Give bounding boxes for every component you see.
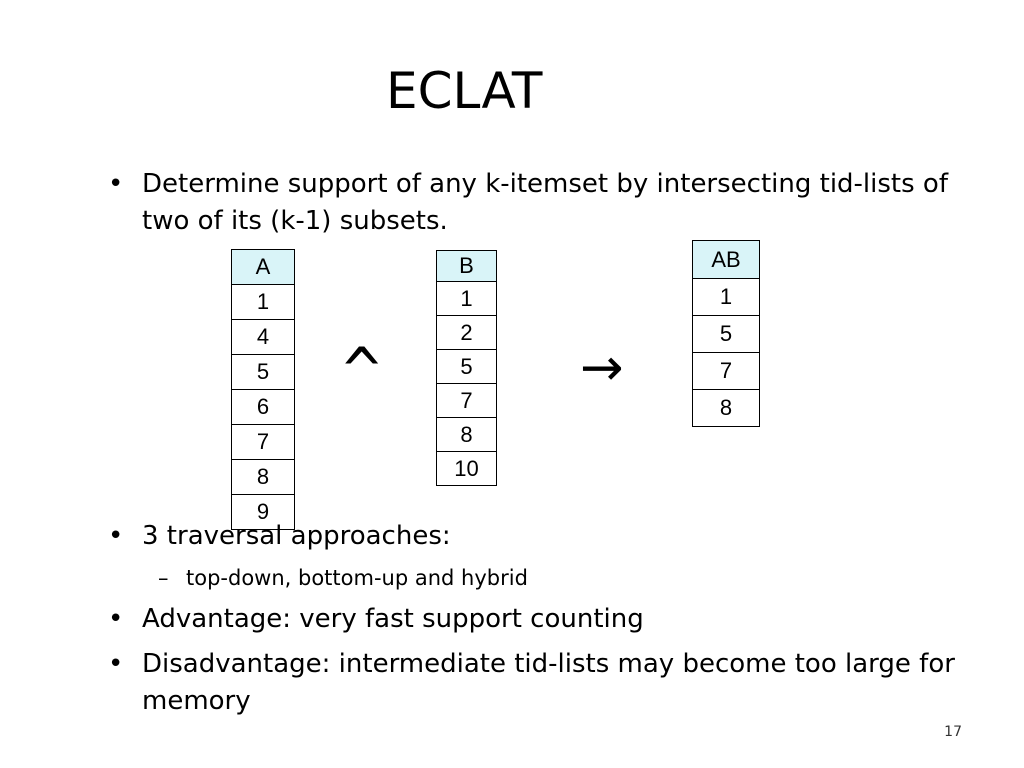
table-row: 2	[436, 315, 497, 350]
slide-title: ECLAT	[386, 62, 543, 120]
table-row: 5	[436, 349, 497, 384]
table-row: 4	[231, 319, 295, 355]
table-row: 8	[436, 417, 497, 452]
result-arrow-icon: →	[580, 338, 624, 398]
bullet-text-line1: Disadvantage: intermediate tid-lists may…	[142, 649, 955, 679]
tid-cell: 5	[692, 315, 760, 353]
bullet-dot-icon: •	[108, 169, 124, 199]
bullet-dot-icon: •	[108, 604, 124, 634]
sub-bullet-text: top-down, bottom-up and hybrid	[186, 566, 528, 590]
bullet-dot-icon: •	[108, 649, 124, 679]
tid-cell: 8	[231, 459, 295, 495]
sub-bullet-dash: –	[158, 566, 169, 590]
bullet-text: 3 traversal approaches:	[142, 521, 451, 551]
tid-cell: 7	[231, 424, 295, 460]
tid-cell: 8	[692, 389, 760, 427]
table-row: 8	[692, 389, 760, 427]
table-row: 7	[692, 352, 760, 390]
page-number: 17	[944, 724, 962, 740]
table-row: 6	[231, 389, 295, 425]
table-header: A	[231, 249, 295, 285]
table-row: 1	[692, 278, 760, 316]
tid-cell: 1	[692, 278, 760, 316]
table-row: 7	[231, 424, 295, 460]
bullet-text-line2: two of its (k-1) subsets.	[142, 206, 448, 236]
tid-cell: 1	[231, 284, 295, 320]
table-row: 7	[436, 383, 497, 418]
table-header: AB	[692, 240, 760, 279]
tid-cell: 6	[231, 389, 295, 425]
table-row: 1	[436, 281, 497, 316]
tid-cell: 4	[231, 319, 295, 355]
tid-cell: 2	[436, 315, 497, 350]
table-row: 5	[692, 315, 760, 353]
tid-cell: 10	[436, 451, 497, 486]
tid-cell: 9	[231, 494, 295, 530]
tid-cell: 1	[436, 281, 497, 316]
intersect-operator-icon: ^	[343, 334, 381, 407]
table-row: 10	[436, 451, 497, 486]
table-header: B	[436, 250, 497, 282]
bullet-text: Advantage: very fast support counting	[142, 604, 644, 634]
tid-cell: 8	[436, 417, 497, 452]
tid-cell: 7	[436, 383, 497, 418]
tid-cell: 5	[231, 354, 295, 390]
table-row: 5	[231, 354, 295, 390]
table-row: 9	[231, 494, 295, 530]
bullet-dot-icon: •	[108, 521, 124, 551]
bullet-text-line1: Determine support of any k-itemset by in…	[142, 169, 948, 199]
table-row: 1	[231, 284, 295, 320]
tid-cell: 7	[692, 352, 760, 390]
bullet-text-line2: memory	[142, 686, 251, 716]
tid-cell: 5	[436, 349, 497, 384]
table-row: 8	[231, 459, 295, 495]
